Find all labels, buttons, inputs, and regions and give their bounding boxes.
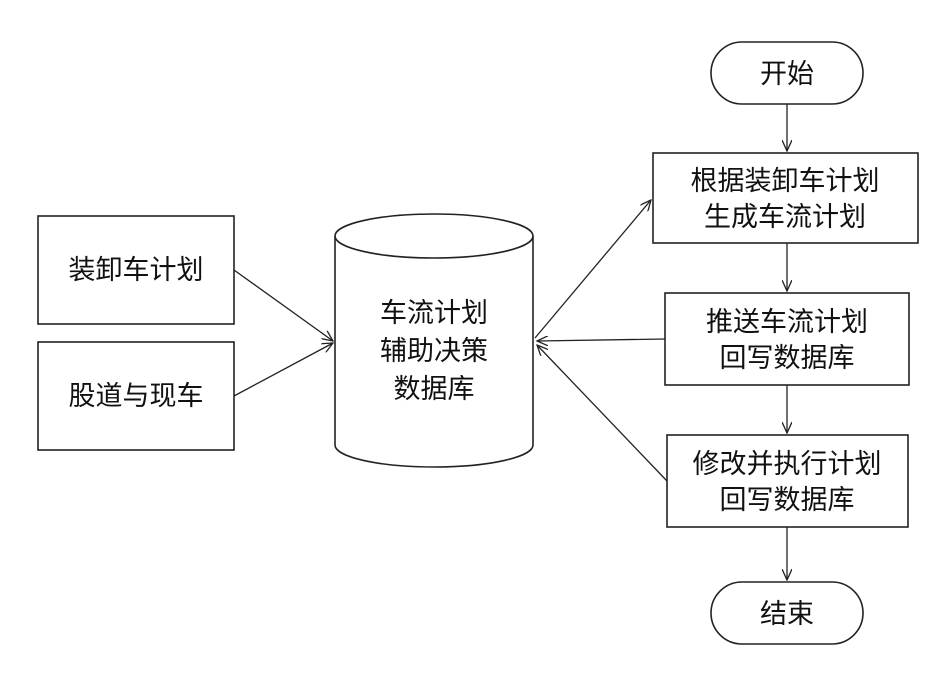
database-cylinder: 车流计划 辅助决策 数据库: [335, 214, 533, 467]
input-box-tracks-and-cars: 股道与现车: [38, 342, 234, 450]
database-label-line1: 车流计划: [380, 298, 488, 329]
process-step-modify-execute: 修改并执行计划 回写数据库: [667, 435, 908, 527]
step1-label-line1: 根据装卸车计划: [691, 166, 880, 197]
arrow-tracks-to-database: [234, 343, 333, 396]
step2-label-line2: 回写数据库: [720, 343, 855, 374]
process-step-generate-plan: 根据装卸车计划 生成车流计划: [653, 153, 918, 243]
database-label-line3: 数据库: [394, 374, 475, 405]
start-terminal: 开始: [711, 42, 863, 104]
input-tracks-and-cars-label: 股道与现车: [69, 381, 204, 412]
process-step-push-plan: 推送车流计划 回写数据库: [665, 293, 909, 385]
start-label: 开始: [760, 59, 814, 90]
database-label-line2: 辅助决策: [380, 336, 488, 367]
arrow-step3-to-database: [537, 345, 667, 481]
end-terminal: 结束: [711, 582, 863, 644]
arrow-step2-to-database: [537, 339, 665, 341]
arrow-loading-plan-to-database: [234, 270, 333, 341]
end-label: 结束: [760, 599, 814, 630]
step2-label-line1: 推送车流计划: [706, 307, 868, 338]
step3-label-line2: 回写数据库: [720, 485, 855, 516]
step3-label-line1: 修改并执行计划: [693, 449, 882, 480]
input-loading-plan-label: 装卸车计划: [69, 255, 204, 286]
input-box-loading-plan: 装卸车计划: [38, 216, 234, 324]
arrow-database-to-step1: [535, 200, 651, 338]
step1-label-line2: 生成车流计划: [704, 202, 866, 233]
